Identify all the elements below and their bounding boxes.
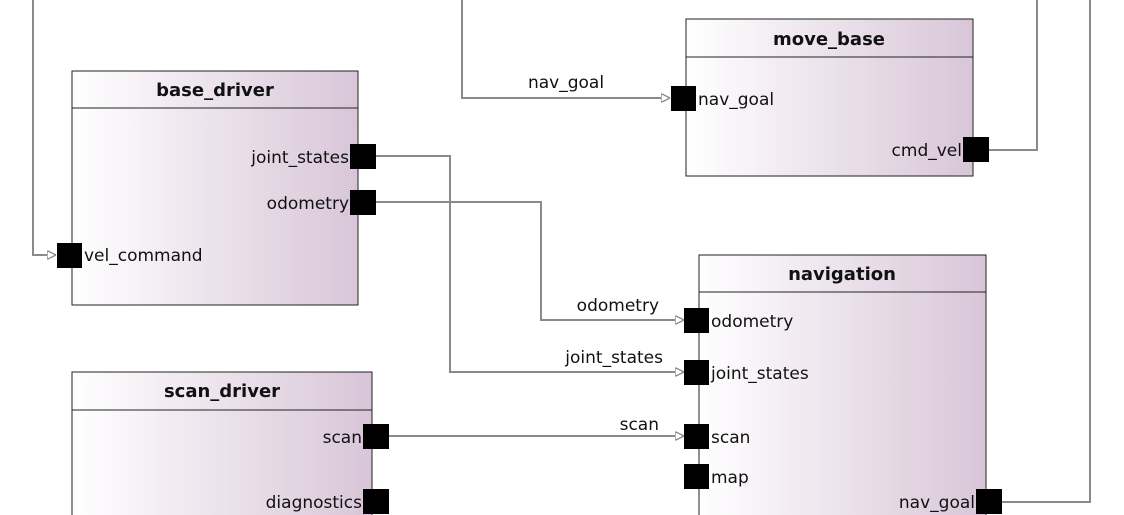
port-label-navigation-scan: scan (711, 428, 750, 448)
port-base-driver-odometry[interactable] (350, 190, 376, 215)
node-scan-driver-box (71, 371, 373, 515)
port-navigation-map[interactable] (684, 464, 709, 489)
port-label-scan-driver-diagnostics: diagnostics (266, 493, 362, 513)
port-navigation-nav-goal[interactable] (976, 489, 1002, 514)
edge-odometry[interactable] (376, 201, 684, 320)
node-navigation-box (698, 254, 987, 515)
port-base-driver-joint-states[interactable] (350, 144, 376, 169)
node-base-driver-title: base_driver (156, 80, 274, 101)
node-base-driver-box (71, 70, 359, 306)
edge-label-odometry: odometry (577, 296, 659, 316)
port-navigation-scan[interactable] (684, 424, 709, 449)
port-scan-driver-diagnostics[interactable] (363, 489, 389, 514)
port-label-base-driver-odometry: odometry (267, 194, 349, 214)
edge-label-joint-states: joint_states (564, 348, 663, 368)
port-navigation-joint-states[interactable] (684, 360, 709, 385)
port-scan-driver-scan[interactable] (363, 424, 389, 449)
node-move-base[interactable]: move_base nav_goal cmd_vel (671, 18, 989, 177)
node-scan-driver[interactable]: scan_driver scan diagnostics (71, 371, 389, 515)
port-label-navigation-nav-goal: nav_goal (899, 493, 975, 513)
port-base-driver-vel-command[interactable] (57, 243, 82, 268)
port-label-navigation-map: map (711, 468, 749, 488)
port-move-base-cmd-vel[interactable] (963, 137, 989, 162)
edge-nav-goal-move-base[interactable] (461, 0, 670, 98)
node-scan-driver-title: scan_driver (164, 381, 280, 402)
port-label-base-driver-vel-command: vel_command (84, 246, 203, 266)
port-label-scan-driver-scan: scan (323, 428, 362, 448)
edge-vel-command[interactable] (32, 0, 56, 255)
edge-label-scan: scan (620, 415, 659, 435)
node-move-base-title: move_base (773, 29, 885, 50)
node-base-driver[interactable]: base_driver joint_states odometry vel_co… (57, 70, 376, 306)
port-label-navigation-joint-states: joint_states (710, 364, 809, 384)
port-label-move-base-cmd-vel: cmd_vel (892, 141, 962, 161)
node-move-base-box (685, 18, 974, 177)
port-label-navigation-odometry: odometry (711, 312, 793, 332)
edge-nav-goal-navigation[interactable] (1002, 0, 1091, 503)
port-label-move-base-nav-goal: nav_goal (698, 90, 774, 110)
node-navigation[interactable]: navigation odometry joint_states scan ma… (684, 254, 1002, 515)
node-navigation-title: navigation (788, 264, 896, 285)
edge-joint-states[interactable] (376, 155, 684, 372)
edge-label-nav-goal: nav_goal (528, 73, 604, 93)
port-navigation-odometry[interactable] (684, 308, 709, 333)
edge-cmd-vel[interactable] (989, 0, 1038, 151)
port-label-base-driver-joint-states: joint_states (250, 148, 349, 168)
port-move-base-nav-goal[interactable] (671, 86, 696, 111)
